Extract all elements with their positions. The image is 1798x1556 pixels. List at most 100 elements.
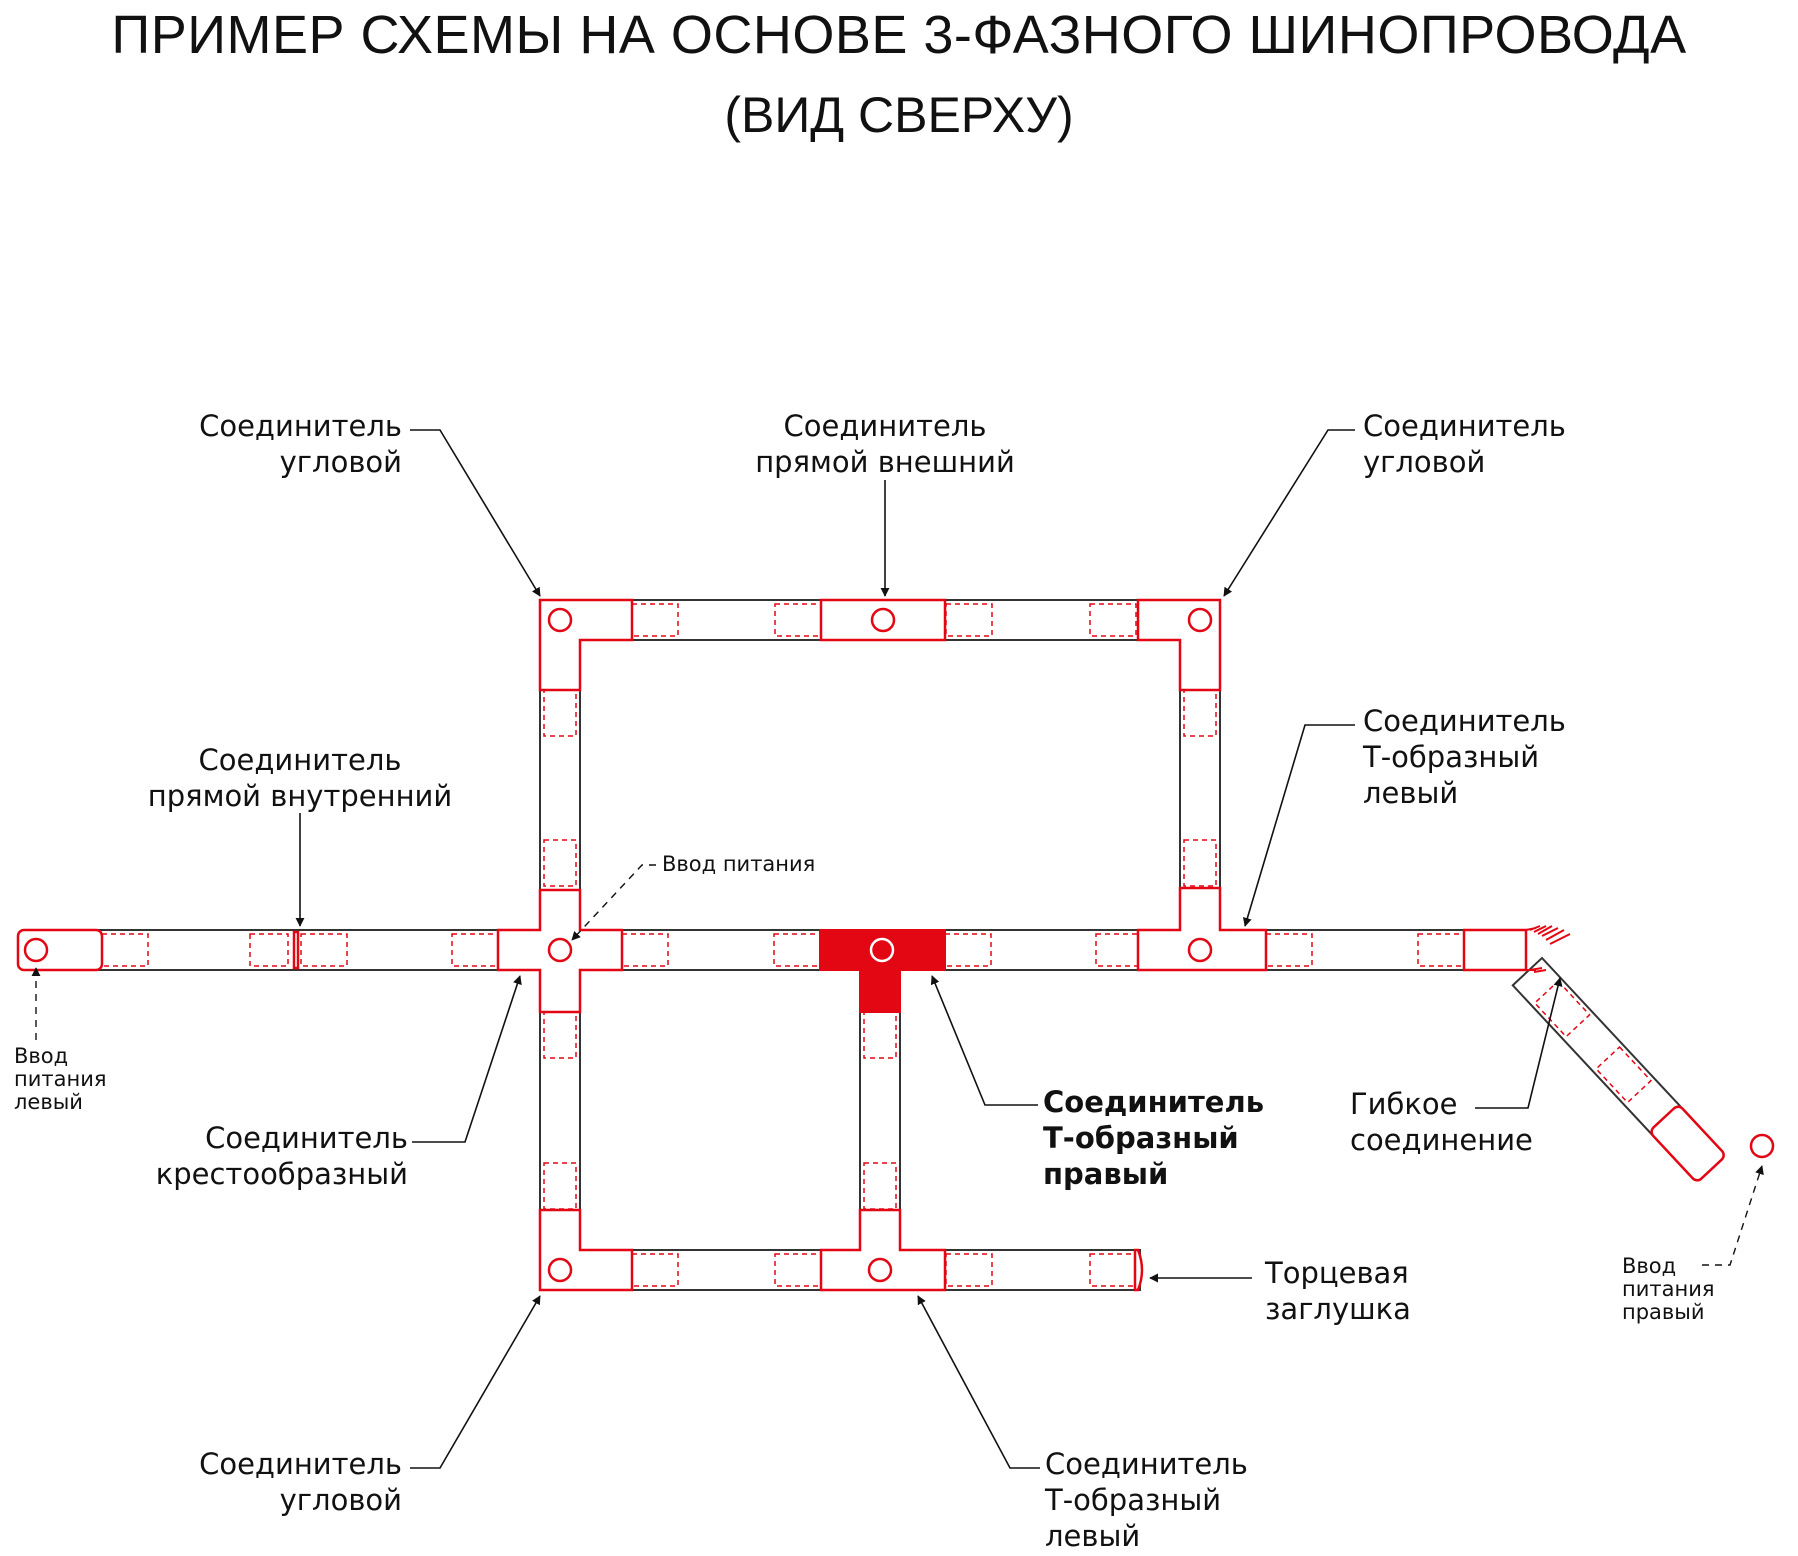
coupler: [1095, 933, 1143, 967]
label-line: угловой: [279, 445, 402, 479]
label-line: левый: [1363, 776, 1459, 810]
straight-outer-connector: [819, 598, 947, 642]
coupler: [773, 933, 821, 967]
label-power-feed-left: Ввод питания левый: [14, 1045, 107, 1114]
label-line: Т-образный: [1043, 1121, 1239, 1155]
label-line: крестообразный: [155, 1157, 408, 1191]
flexible-joint: [1525, 925, 1571, 973]
label-line: Соединитель: [1045, 1447, 1248, 1481]
label-line: правый: [1043, 1157, 1169, 1191]
label-line: соединение: [1350, 1123, 1533, 1157]
callout-cross: [412, 975, 522, 1143]
callout-t-highlight: [930, 975, 1038, 1106]
label-line: питания: [1622, 1277, 1715, 1301]
label-line: Ввод питания: [662, 852, 816, 876]
hole-top-mid: [870, 607, 896, 633]
coupler: [774, 1253, 822, 1287]
hole-upper: [579, 639, 1181, 931]
straight-inner-connector: [292, 930, 300, 970]
diagram-title: ПРИМЕР СХЕМЫ НА ОСНОВЕ 3-ФАЗНОГО ШИНОПРО…: [111, 5, 1687, 65]
label-corner-bottom-left: Соединитель угловой: [199, 1446, 402, 1518]
callout-t-bottom: [917, 1295, 1040, 1469]
callout-corner-top-right: [1223, 429, 1355, 597]
hole-right-feed: [1749, 1133, 1775, 1159]
label-line: Соединитель: [199, 409, 402, 443]
hole-top-left: [547, 607, 573, 633]
label-line: Т-образный: [1363, 740, 1540, 774]
dashed-callouts: [31, 864, 1764, 1266]
callout-corner-top-left: [410, 429, 541, 597]
coupler: [300, 933, 348, 967]
mount-holes: [23, 607, 1775, 1283]
label-line: правый: [1622, 1300, 1705, 1324]
label-line: левый: [1045, 1519, 1141, 1553]
t-connector-bottom: [819, 1208, 947, 1292]
label-line: заглушка: [1265, 1292, 1411, 1326]
coupler: [451, 933, 499, 967]
coupler: [774, 603, 822, 637]
label-straight-inner: Соединитель прямой внутренний: [125, 742, 475, 814]
label-power-feed-right: Ввод питания правый: [1622, 1255, 1715, 1324]
hole-bottom-t: [867, 1257, 893, 1283]
coupler: [543, 839, 577, 887]
label-line: Соединитель: [205, 1121, 408, 1155]
hole-right-t: [1187, 937, 1213, 963]
label-t-left-bottom: Соединитель Т-образный левый: [1045, 1446, 1248, 1554]
callout-corner-bottom-left: [410, 1295, 541, 1469]
label-line: угловой: [1363, 445, 1486, 479]
label-line: Гибкое: [1350, 1087, 1458, 1121]
coupler: [863, 1011, 897, 1059]
label-straight-outer: Соединитель прямой внешний: [735, 408, 1035, 480]
callout-power-feed-right: [1702, 1165, 1764, 1266]
label-t-right-highlight: Соединитель Т-образный правый: [1043, 1084, 1264, 1192]
label-corner-top-right: Соединитель угловой: [1363, 408, 1566, 480]
callout-flexible: [1475, 977, 1563, 1109]
label-line: Ввод: [1622, 1254, 1677, 1278]
label-line: Соединитель: [199, 1447, 402, 1481]
label-line: левый: [14, 1090, 83, 1114]
hole-bottom-left: [547, 1257, 573, 1283]
label-line: Торцевая: [1265, 1256, 1409, 1290]
coupler: [1089, 603, 1137, 637]
track-diagonal: [1511, 956, 1687, 1141]
label-line: угловой: [279, 1483, 402, 1517]
hole-highlight-t: [869, 937, 895, 963]
flex-base-block: [1462, 928, 1528, 972]
coupler: [543, 689, 577, 737]
label-line: прямой внутренний: [147, 779, 453, 813]
label-line: питания: [14, 1067, 107, 1091]
hole-cross: [547, 937, 573, 963]
label-line: прямой внешний: [755, 445, 1015, 479]
label-line: Соединитель: [1363, 704, 1566, 738]
t-connector-highlight: [819, 929, 946, 1013]
label-cross: Соединитель крестообразный: [156, 1120, 408, 1192]
label-line: Т-образный: [1045, 1483, 1222, 1517]
diagram-subtitle: (ВИД СВЕРХУ): [724, 87, 1074, 143]
hole-lower: [579, 969, 861, 1251]
coupler: [249, 933, 289, 967]
label-line: Соединитель: [1363, 409, 1566, 443]
coupler: [1183, 839, 1217, 887]
label-line: Ввод: [14, 1044, 69, 1068]
power-feed-right-block: [1650, 1105, 1725, 1182]
end-cap: [1133, 1248, 1144, 1292]
label-line: Соединитель: [198, 743, 402, 777]
t-connector-right-side: [1136, 886, 1268, 972]
hole-top-right: [1187, 607, 1213, 633]
track-holes: [579, 639, 1181, 1251]
track-main-left: [34, 929, 1526, 971]
callout-power-feed: [571, 864, 656, 941]
label-line: Соединитель: [1043, 1085, 1265, 1119]
callouts: [295, 429, 1563, 1469]
hole-left-feed: [23, 937, 49, 963]
coupler: [1183, 689, 1217, 737]
label-flexible: Гибкое соединение: [1350, 1086, 1533, 1158]
label-t-left-right-side: Соединитель Т-образный левый: [1363, 703, 1566, 811]
label-power-feed: Ввод питания: [662, 853, 815, 876]
label-line: Соединитель: [783, 409, 987, 443]
label-corner-top-left: Соединитель угловой: [199, 408, 402, 480]
coupler: [1417, 933, 1465, 967]
coupler: [1089, 1253, 1137, 1287]
coupler: [543, 1011, 577, 1059]
connectors: [16, 598, 1725, 1292]
